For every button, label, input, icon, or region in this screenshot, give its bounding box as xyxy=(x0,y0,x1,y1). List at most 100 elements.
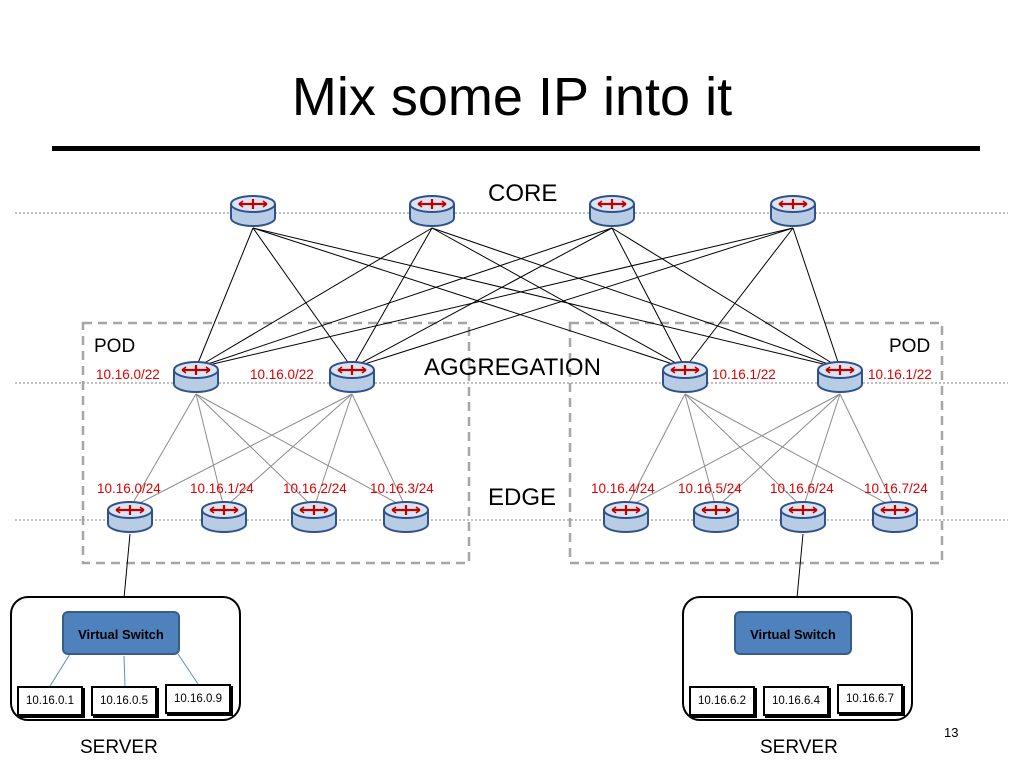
agg-prefix-2: 10.16.0/22 xyxy=(250,367,314,382)
host-right-2: 10.16.6.4 xyxy=(763,686,829,716)
aggregation-router-2-arrows xyxy=(337,366,367,374)
virtual-switch-right: Virtual Switch xyxy=(734,611,852,655)
server-label-left: SERVER xyxy=(80,737,158,758)
link-agg4-edge5 xyxy=(625,393,841,509)
link-agg2-edge4 xyxy=(351,393,407,509)
aggregation-router-2-cross xyxy=(338,365,366,375)
link-agg3-edge7 xyxy=(684,393,804,509)
edge-router-1 xyxy=(107,501,153,533)
edge-router-3-arrows xyxy=(299,506,329,514)
server-label-right: SERVER xyxy=(760,737,838,758)
edge-router-8 xyxy=(872,501,918,533)
agg-prefix-4: 10.16.1/22 xyxy=(868,367,932,382)
edge-router-2-arrows xyxy=(209,506,239,514)
link-core3-agg3 xyxy=(611,227,686,369)
edge-router-7-cross xyxy=(789,505,817,515)
core-router-2-cross xyxy=(418,199,446,209)
edge-router-1-arrows xyxy=(115,506,145,514)
edge-prefix-7: 10.16.6/24 xyxy=(770,481,834,496)
aggregation-router-1 xyxy=(173,361,219,393)
routers xyxy=(107,195,918,533)
core-router-1-cross xyxy=(239,199,267,209)
link-core1-agg3 xyxy=(252,227,686,369)
link-agg1-edge2 xyxy=(195,393,225,509)
pod-label-right: POD xyxy=(889,336,931,357)
link-edge7-server-right xyxy=(796,533,804,599)
edge-router-4-cross xyxy=(392,505,420,515)
edge-router-3-cross xyxy=(300,505,328,515)
link-core4-agg2 xyxy=(351,227,794,369)
link-agg4-edge6 xyxy=(715,393,841,509)
host-right-3: 10.16.6.7 xyxy=(837,684,903,714)
link-core1-agg4 xyxy=(252,227,841,369)
link-agg1-edge1 xyxy=(129,393,197,509)
link-agg1-edge4 xyxy=(195,393,407,509)
edge-router-5 xyxy=(603,501,649,533)
host-left-3: 10.16.0.9 xyxy=(165,684,231,714)
core-router-3 xyxy=(589,195,635,227)
link-core3-agg4 xyxy=(611,227,841,369)
pod-box-right xyxy=(568,321,944,565)
host-left-2: 10.16.0.5 xyxy=(91,686,157,716)
link-core3-agg1 xyxy=(195,227,613,369)
edge-router-8-arrows xyxy=(880,506,910,514)
edge-router-6-arrows xyxy=(701,506,731,514)
pod-boxes xyxy=(81,321,944,565)
aggregation-router-1-cross xyxy=(182,365,210,375)
page-number: 13 xyxy=(944,725,959,740)
edge-router-6-cross xyxy=(702,505,730,515)
core-router-3-cross xyxy=(598,199,626,209)
link-core3-agg2 xyxy=(351,227,613,369)
core-router-2 xyxy=(409,195,455,227)
aggregation-router-3-arrows xyxy=(670,366,700,374)
link-core4-agg1 xyxy=(195,227,794,369)
title-underline xyxy=(52,146,980,151)
link-core4-agg4 xyxy=(792,227,841,369)
link-agg3-edge8 xyxy=(684,393,896,509)
link-agg2-edge1 xyxy=(129,393,353,509)
core-router-4-arrows xyxy=(778,200,808,208)
edge-router-7-arrows xyxy=(788,506,818,514)
core-router-3-arrows xyxy=(597,200,627,208)
edge-router-2 xyxy=(201,501,247,533)
link-core4-agg3 xyxy=(684,227,794,369)
link-core2-agg4 xyxy=(431,227,841,369)
aggregation-router-4-cross xyxy=(826,365,854,375)
edge-prefix-2: 10.16.1/24 xyxy=(190,481,254,496)
host-right-1: 10.16.6.2 xyxy=(689,686,755,716)
core-router-1-arrows xyxy=(238,200,268,208)
link-core1-agg2 xyxy=(252,227,353,369)
edge-router-4-arrows xyxy=(391,506,421,514)
pod-label-left: POD xyxy=(94,336,136,357)
link-agg2-edge2 xyxy=(223,393,353,509)
edge-prefix-5: 10.16.4/24 xyxy=(591,481,655,496)
edge-router-3 xyxy=(291,501,337,533)
edge-prefix-8: 10.16.7/24 xyxy=(864,481,928,496)
link-agg2-edge3 xyxy=(313,393,353,509)
aggregation-router-4 xyxy=(817,361,863,393)
aggregation-router-4-arrows xyxy=(825,366,855,374)
core-router-4-cross xyxy=(779,199,807,209)
link-agg1-edge3 xyxy=(195,393,315,509)
aggregation-router-3 xyxy=(662,361,708,393)
edge-prefix-1: 10.16.0/24 xyxy=(97,481,161,496)
edge-router-1-cross xyxy=(116,505,144,515)
agg-prefix-3: 10.16.1/22 xyxy=(712,367,776,382)
agg-prefix-1: 10.16.0/22 xyxy=(96,367,160,382)
aggregation-router-2 xyxy=(329,361,375,393)
link-agg4-edge7 xyxy=(802,393,841,509)
link-core2-agg1 xyxy=(195,227,433,369)
network-links xyxy=(123,227,896,599)
link-core1-agg1 xyxy=(195,227,254,369)
edge-prefix-6: 10.16.5/24 xyxy=(678,481,742,496)
edge-prefix-4: 10.16.3/24 xyxy=(370,481,434,496)
edge-router-5-cross xyxy=(612,505,640,515)
edge-router-5-arrows xyxy=(611,506,641,514)
core-router-2-arrows xyxy=(417,200,447,208)
link-agg3-edge5 xyxy=(625,393,686,509)
layer-label-edge: EDGE xyxy=(488,484,557,511)
aggregation-router-3-cross xyxy=(671,365,699,375)
host-left-1: 10.16.0.1 xyxy=(17,686,83,716)
